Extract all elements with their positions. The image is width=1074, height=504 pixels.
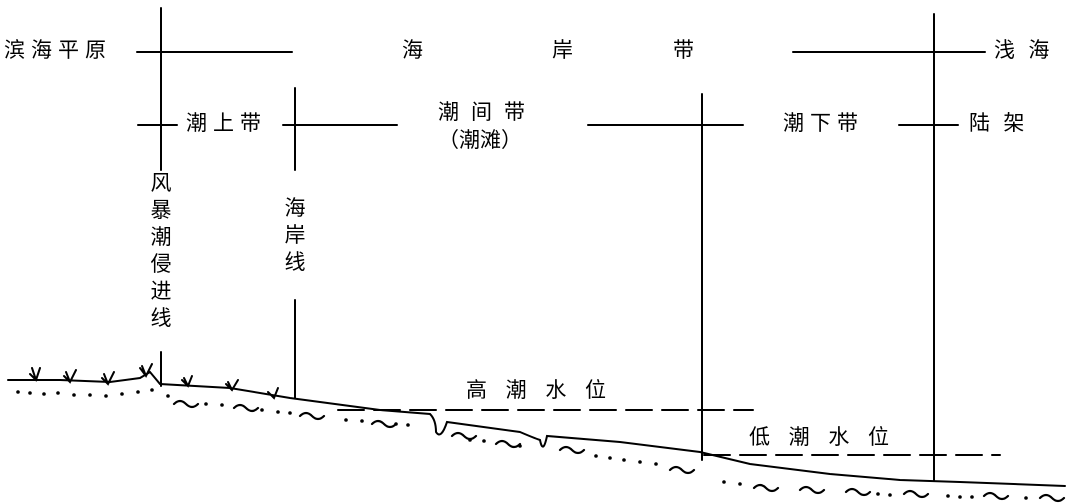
ground-profile [7,370,1066,487]
high-tide-label: 高 潮 水 位 [466,378,613,402]
intertidal-alt-label: （潮滩） [438,128,522,152]
coast-zone-label-char-3: 带 [673,38,694,62]
supratidal-label: 潮上带 [186,111,267,135]
shallow-sea-label: 浅 海 [994,38,1050,62]
coastline-label: 海岸线 [284,196,306,274]
subtidal-label: 潮下带 [783,111,864,135]
intertidal-label: 潮间带 [438,100,537,124]
coastal-plain-label: 滨海平原 [4,38,112,62]
low-tide-label: 低 潮 水 位 [749,425,896,449]
storm-surge-line-label: 风暴潮侵进线 [150,171,172,330]
vegetation-tufts [29,363,279,400]
coast-zone-label-char-1: 海 [402,38,423,62]
shelf-label: 陆 架 [969,111,1025,135]
coast-zone-label-char-2: 岸 [552,38,573,62]
sediment-waves [172,399,1066,503]
